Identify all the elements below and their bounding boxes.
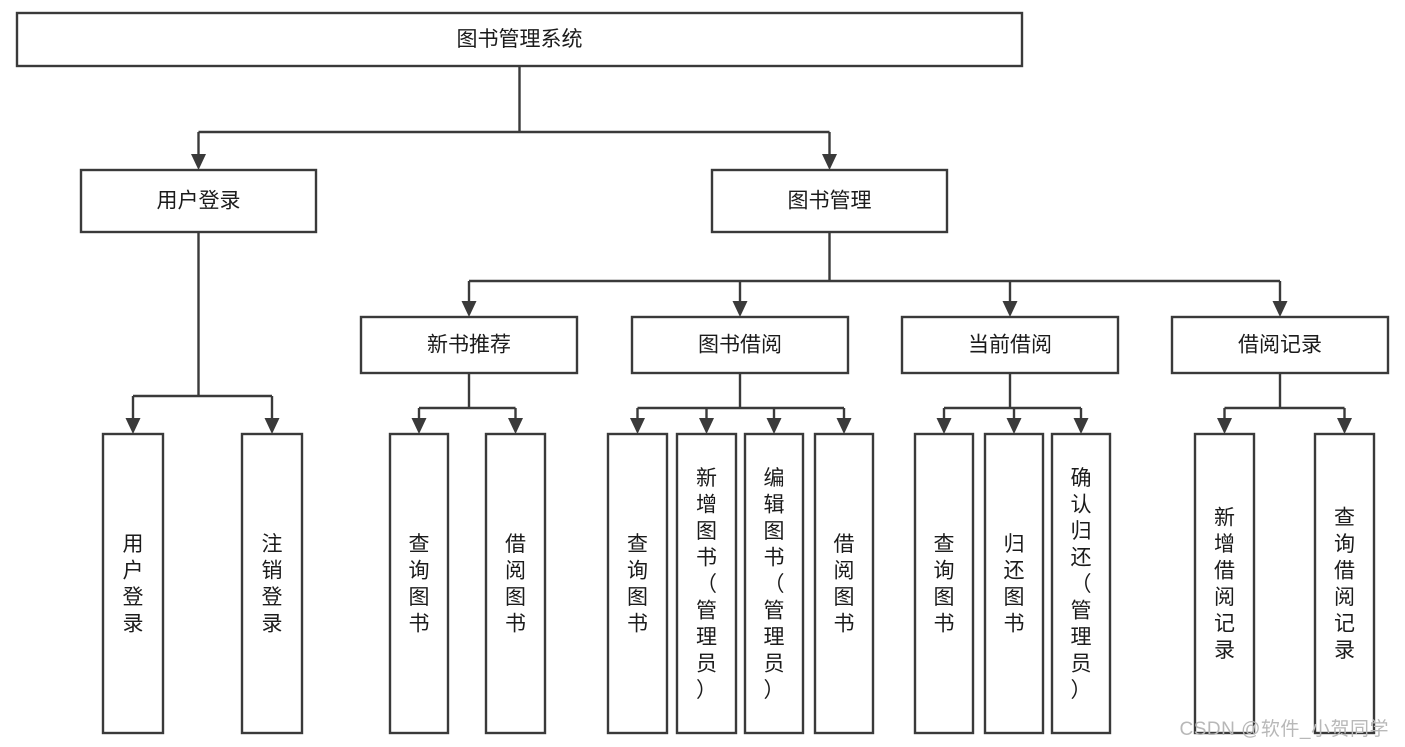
node-current-borrow[interactable]: 当前借阅	[900, 315, 1120, 375]
node-label-leaf-user-logout: 注销登录	[262, 533, 283, 636]
node-label-leaf-add-record: 新增借阅记录	[1214, 507, 1235, 663]
edge-group-root	[191, 66, 837, 170]
node-label-leaf-return-book: 归还图书	[1004, 533, 1025, 636]
edge-group-current-borrow	[936, 373, 1089, 434]
node-label-leaf-confirm-return: 确认归还（管理员）	[1071, 467, 1092, 702]
arrow-head-icon	[1073, 418, 1089, 434]
arrow-head-icon	[822, 154, 837, 170]
node-label-leaf-borrow-book-1: 借阅图书	[505, 533, 526, 636]
arrow-head-icon	[1217, 418, 1232, 434]
arrow-head-icon	[191, 154, 206, 170]
node-label-new-book-rec: 新书推荐	[427, 334, 511, 357]
node-box-leaf-add-book	[675, 432, 738, 735]
node-root[interactable]: 图书管理系统	[15, 11, 1024, 68]
node-box-user-login	[79, 168, 318, 234]
node-label-leaf-borrow-book-2: 借阅图书	[834, 533, 855, 636]
arrow-head-icon	[732, 301, 748, 317]
node-label-leaf-query-record: 查询借阅记录	[1334, 507, 1355, 663]
node-label-borrow-record: 借阅记录	[1238, 334, 1322, 357]
edge-group-user-login	[125, 232, 280, 434]
node-box-leaf-query-book-2	[606, 432, 669, 735]
edge-layer	[125, 66, 1352, 434]
node-leaf-confirm-return[interactable]: 确认归还（管理员）	[1050, 432, 1112, 735]
node-leaf-user-login[interactable]: 用户登录	[101, 432, 165, 735]
node-box-current-borrow	[900, 315, 1120, 375]
node-user-login[interactable]: 用户登录	[79, 168, 318, 234]
node-leaf-borrow-book-2[interactable]: 借阅图书	[813, 432, 875, 735]
node-label-leaf-edit-book: 编辑图书（管理员）	[764, 467, 785, 702]
arrow-head-icon	[936, 418, 952, 434]
node-leaf-query-book-3[interactable]: 查询图书	[913, 432, 975, 735]
node-box-leaf-borrow-book-1	[484, 432, 547, 735]
node-leaf-return-book[interactable]: 归还图书	[983, 432, 1045, 735]
node-label-leaf-query-book-3: 查询图书	[934, 533, 955, 636]
node-layer: 图书管理系统用户登录图书管理新书推荐图书借阅当前借阅借阅记录用户登录注销登录查询…	[15, 11, 1390, 735]
arrow-head-icon	[836, 418, 852, 434]
arrow-head-icon	[1006, 418, 1022, 434]
arrow-head-icon	[264, 418, 280, 434]
arrow-head-icon	[508, 418, 523, 434]
node-box-leaf-confirm-return	[1050, 432, 1112, 735]
node-box-book-manage	[710, 168, 949, 234]
node-leaf-add-book[interactable]: 新增图书（管理员）	[675, 432, 738, 735]
node-new-book-rec[interactable]: 新书推荐	[359, 315, 579, 375]
arrow-head-icon	[630, 418, 645, 434]
arrow-head-icon	[1272, 301, 1288, 317]
arrow-head-icon	[766, 418, 782, 434]
arrow-head-icon	[411, 418, 427, 434]
node-box-leaf-user-login	[101, 432, 165, 735]
arrow-head-icon	[699, 418, 714, 434]
edge-group-book-borrow	[630, 373, 852, 434]
node-box-root	[15, 11, 1024, 68]
node-leaf-borrow-book-1[interactable]: 借阅图书	[484, 432, 547, 735]
node-box-leaf-query-book-3	[913, 432, 975, 735]
edge-group-borrow-record	[1217, 373, 1352, 434]
arrow-head-icon	[1002, 301, 1018, 317]
node-box-borrow-record	[1170, 315, 1390, 375]
node-box-leaf-query-book-1	[388, 432, 450, 735]
arrow-head-icon	[125, 418, 141, 434]
node-box-leaf-user-logout	[240, 432, 304, 735]
node-leaf-query-record[interactable]: 查询借阅记录	[1313, 432, 1376, 735]
node-borrow-record[interactable]: 借阅记录	[1170, 315, 1390, 375]
node-leaf-add-record[interactable]: 新增借阅记录	[1193, 432, 1256, 735]
arrow-head-icon	[461, 301, 477, 317]
node-leaf-edit-book[interactable]: 编辑图书（管理员）	[743, 432, 805, 735]
node-label-book-borrow: 图书借阅	[698, 334, 782, 357]
node-label-leaf-user-login: 用户登录	[123, 533, 144, 636]
node-label-current-borrow: 当前借阅	[968, 334, 1052, 357]
node-leaf-user-logout[interactable]: 注销登录	[240, 432, 304, 735]
node-book-manage[interactable]: 图书管理	[710, 168, 949, 234]
node-box-book-borrow	[630, 315, 850, 375]
node-leaf-query-book-1[interactable]: 查询图书	[388, 432, 450, 735]
node-box-new-book-rec	[359, 315, 579, 375]
node-box-leaf-add-record	[1193, 432, 1256, 735]
edge-group-new-book-rec	[411, 373, 523, 434]
node-box-leaf-query-record	[1313, 432, 1376, 735]
arrow-head-icon	[1337, 418, 1352, 434]
edge-group-book-manage	[461, 232, 1288, 317]
node-box-leaf-edit-book	[743, 432, 805, 735]
node-label-user-login: 用户登录	[157, 190, 241, 213]
node-label-root: 图书管理系统	[457, 28, 583, 51]
node-label-leaf-query-book-2: 查询图书	[627, 533, 648, 636]
node-leaf-query-book-2[interactable]: 查询图书	[606, 432, 669, 735]
node-label-book-manage: 图书管理	[788, 190, 872, 213]
node-box-leaf-borrow-book-2	[813, 432, 875, 735]
node-book-borrow[interactable]: 图书借阅	[630, 315, 850, 375]
node-label-leaf-query-book-1: 查询图书	[409, 533, 430, 636]
node-box-leaf-return-book	[983, 432, 1045, 735]
node-label-leaf-add-book: 新增图书（管理员）	[696, 467, 717, 702]
